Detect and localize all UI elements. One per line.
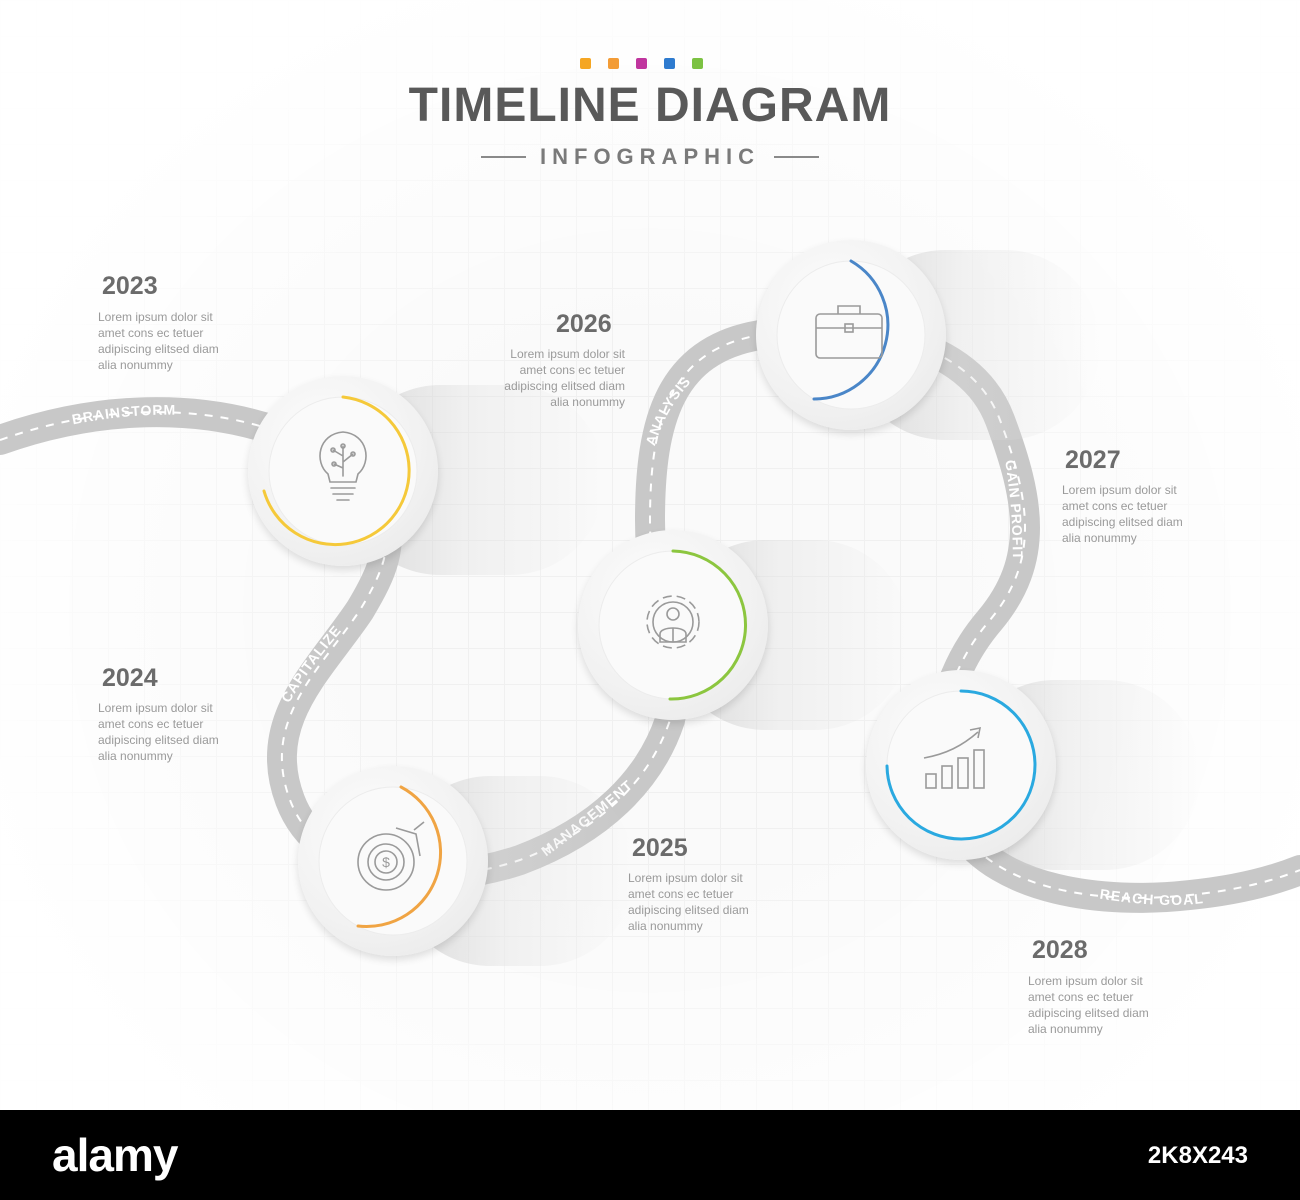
desc-line: alia nonummy [98, 358, 173, 372]
desc-line: alia nonummy [98, 749, 173, 763]
milestone-description: Lorem ipsum dolor sit amet cons ec tetue… [98, 700, 258, 764]
milestone-description: Lorem ipsum dolor sit amet cons ec tetue… [1028, 973, 1188, 1037]
lightbulb-icon [319, 431, 367, 501]
briefcase-icon [815, 305, 883, 359]
accent-dot [580, 58, 591, 69]
progress-arc [668, 549, 747, 701]
milestone-node-2026 [756, 240, 946, 430]
subtitle-rule-left [481, 156, 526, 158]
desc-line: amet cons ec tetuer [519, 363, 625, 377]
desc-line: amet cons ec tetuer [628, 887, 734, 901]
node-ring [598, 549, 748, 701]
year-label: 2024 [102, 664, 158, 692]
growth-chart-icon [923, 726, 985, 789]
desc-line: Lorem ipsum dolor sit [510, 347, 625, 361]
milestone-description: Lorem ipsum dolor sit amet cons ec tetue… [465, 346, 625, 410]
desc-line: Lorem ipsum dolor sit [1028, 974, 1143, 988]
gear-person-icon [646, 595, 700, 649]
desc-line: alia nonummy [1062, 531, 1137, 545]
subtitle-row: INFOGRAPHIC [0, 144, 1300, 170]
year-label: 2025 [632, 834, 688, 862]
desc-line: adipiscing elitsed diam [98, 342, 219, 356]
milestone-node-2024: $ [298, 766, 488, 956]
desc-line: adipiscing elitsed diam [504, 379, 625, 393]
desc-line: Lorem ipsum dolor sit [98, 701, 213, 715]
desc-line: amet cons ec tetuer [1028, 990, 1134, 1004]
node-ring [885, 689, 1037, 841]
desc-line: amet cons ec tetuer [98, 717, 204, 731]
year-label: 2028 [1032, 936, 1088, 964]
accent-dot [608, 58, 619, 69]
desc-line: adipiscing elitsed diam [1028, 1006, 1149, 1020]
progress-arc [812, 259, 890, 401]
year-label: 2026 [556, 310, 612, 338]
accent-dot [692, 58, 703, 69]
desc-line: alia nonummy [628, 919, 703, 933]
desc-line: Lorem ipsum dolor sit [98, 310, 213, 324]
milestone-node-2027 [866, 670, 1056, 860]
desc-line: adipiscing elitsed diam [98, 733, 219, 747]
image-code: 2K8X243 [1147, 1142, 1248, 1169]
brand-logo: alamy [52, 1129, 178, 1181]
desc-line: adipiscing elitsed diam [1062, 515, 1183, 529]
year-label: 2027 [1065, 446, 1121, 474]
desc-line: alia nonummy [1028, 1022, 1103, 1036]
milestone-description: Lorem ipsum dolor sit amet cons ec tetue… [628, 870, 788, 934]
diagram-subtitle: INFOGRAPHIC [540, 144, 760, 169]
svg-text:$: $ [382, 854, 390, 870]
milestone-description: Lorem ipsum dolor sit amet cons ec tetue… [1062, 482, 1222, 546]
year-label: 2023 [102, 272, 158, 300]
accent-dots [580, 58, 703, 69]
accent-dot [636, 58, 647, 69]
desc-line: Lorem ipsum dolor sit [628, 871, 743, 885]
milestone-node-2023 [248, 376, 438, 566]
dollar-chart-icon: $ [357, 821, 425, 891]
stock-footer: alamy 2K8X243 [0, 1110, 1300, 1200]
milestone-node-2025 [578, 530, 768, 720]
node-ring [262, 395, 418, 547]
accent-dot [664, 58, 675, 69]
progress-arc [262, 395, 411, 547]
progress-arc [356, 785, 443, 928]
desc-line: adipiscing elitsed diam [628, 903, 749, 917]
desc-line: amet cons ec tetuer [98, 326, 204, 340]
progress-arc [885, 689, 1037, 841]
desc-line: alia nonummy [550, 395, 625, 409]
milestone-description: Lorem ipsum dolor sit amet cons ec tetue… [98, 309, 258, 373]
desc-line: Lorem ipsum dolor sit [1062, 483, 1177, 497]
diagram-title: TIMELINE DIAGRAM [408, 79, 892, 132]
desc-line: amet cons ec tetuer [1062, 499, 1168, 513]
node-ring: $ [318, 785, 468, 936]
subtitle-rule-right [774, 156, 819, 158]
node-ring [776, 259, 926, 410]
